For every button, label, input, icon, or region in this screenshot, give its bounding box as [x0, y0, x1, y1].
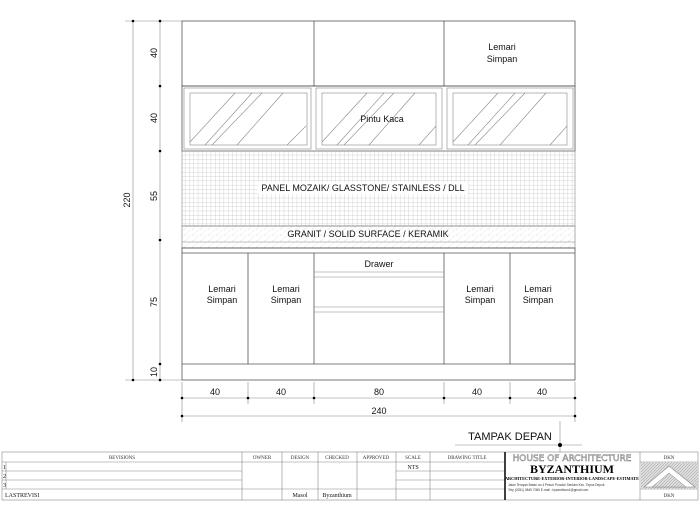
- granite-counter: GRANIT / SOLID SURFACE / KERAMIK: [181, 225, 576, 249]
- firm-contact: Telp (0251) 0845 7080 E-mail : byzanthiu…: [508, 488, 589, 492]
- upper-cabinets: Lemari Simpan: [181, 20, 576, 87]
- dim-height: 75: [149, 297, 159, 307]
- checked-value: Byzanthium: [322, 493, 352, 499]
- dim-total-width: 240: [371, 406, 386, 416]
- granite-label: GRANIT / SOLID SURFACE / KERAMIK: [287, 229, 448, 239]
- logo-label-bottom: DKN: [664, 494, 675, 499]
- dim-height: 40: [149, 113, 159, 123]
- dim-width: 40: [472, 387, 482, 397]
- dim-width: 40: [276, 387, 286, 397]
- dim-total-height: 220: [122, 192, 132, 207]
- firm-address: Jalan Teruyan Batan no.4 Pesuri Pondok S…: [508, 483, 605, 487]
- design-value: Masol: [293, 493, 308, 499]
- drawing-title-header: DRAWING TITLE: [448, 456, 487, 461]
- base-cabinet-label: Simpan: [465, 295, 496, 305]
- checked-header: CHECKED: [325, 456, 349, 461]
- revision-row-number: 2: [3, 474, 6, 480]
- base-cabinet-label: Lemari: [272, 284, 300, 294]
- dim-width: 40: [537, 387, 547, 397]
- firm-services: ARCHITECTURE-EXTERIOR-INTERIOR-LANDSCAPE…: [505, 476, 639, 481]
- approved-header: APPROVED: [363, 456, 390, 461]
- horizontal-dimensions: 40 40 80 40 40 240: [180, 382, 577, 422]
- view-title: TAMPAK DEPAN: [455, 421, 582, 452]
- dim-height: 55: [149, 191, 159, 201]
- glass-door-label: Pintu Kaca: [360, 114, 404, 124]
- logo-label-top: DKN: [664, 456, 675, 461]
- revision-row-number: 3: [3, 483, 6, 489]
- revision-row-number: 1: [3, 465, 6, 471]
- drawer-label: Drawer: [364, 259, 393, 269]
- base-cabinet-label: Lemari: [466, 284, 494, 294]
- last-revision-label: LASTREVISI: [5, 493, 39, 499]
- dim-width: 40: [210, 387, 220, 397]
- base-cabinets: Drawer Lemari Simpan Lemari Simpan Lemar…: [181, 247, 576, 381]
- base-cabinet-label: Simpan: [207, 295, 238, 305]
- upper-cabinet-label-2: Simpan: [487, 54, 518, 64]
- base-cabinet-label: Simpan: [523, 295, 554, 305]
- dim-width: 80: [374, 387, 384, 397]
- scale-header: SCALE: [405, 456, 421, 461]
- scale-value: NTS: [407, 465, 418, 471]
- mosaic-label: PANEL MOZAIK/ GLASSTONE/ STAINLESS / DLL: [261, 183, 464, 193]
- firm-header: HOUSE OF ARCHITECTURE: [513, 454, 632, 464]
- base-cabinet-label: Simpan: [271, 295, 302, 305]
- base-cabinet-label: Lemari: [208, 284, 236, 294]
- owner-header: OWNER: [253, 456, 272, 461]
- base-cabinet-label: Lemari: [524, 284, 552, 294]
- dim-height: 10: [149, 367, 159, 377]
- firm-name: BYZANTHIUM: [530, 462, 614, 476]
- view-title-text: TAMPAK DEPAN: [468, 431, 552, 443]
- dim-height: 40: [149, 48, 159, 58]
- upper-cabinet-label-1: Lemari: [488, 42, 516, 52]
- glass-doors: Pintu Kaca: [181, 85, 576, 152]
- revisions-header: REVISIONS: [109, 456, 135, 461]
- title-block: REVISIONS 1 2 3 LASTREVISI OWNER DESIGN …: [1, 451, 699, 501]
- mosaic-panel: PANEL MOZAIK/ GLASSTONE/ STAINLESS / DLL: [181, 150, 576, 227]
- firm-logo-icon: [641, 462, 698, 489]
- vertical-dimensions: 220 40 40 55 75 10: [122, 19, 182, 382]
- design-header: DESIGN: [291, 456, 310, 461]
